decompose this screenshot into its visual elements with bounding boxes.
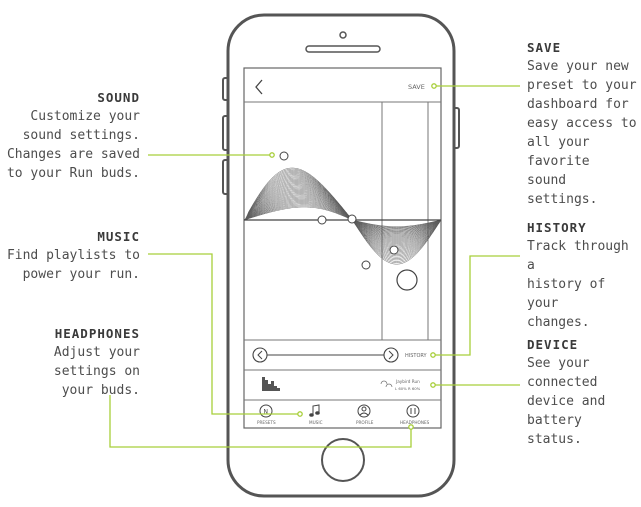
home-button[interactable]	[321, 438, 365, 482]
wave-line	[243, 206, 442, 227]
speaker-slot	[305, 45, 381, 53]
save-button[interactable]: SAVE	[408, 83, 425, 91]
annotation-save: SAVE Save your new preset to your dashbo…	[527, 38, 641, 209]
annotation-sound-line: to your Run buds.	[6, 166, 140, 181]
annotation-device-line: device and	[527, 394, 606, 409]
svg-text:N: N	[264, 409, 269, 416]
annotation-sound-heading: SOUND	[97, 90, 140, 105]
battery-status: L 60% R 60%	[395, 386, 421, 391]
annotation-music-line: Find playlists to	[6, 248, 140, 263]
annotation-sound-line: Changes are saved	[6, 147, 140, 162]
wave-line	[243, 197, 442, 234]
annotation-sound: SOUND Customize your sound settings. Cha…	[7, 88, 140, 183]
annotation-music-line: power your run.	[22, 267, 140, 282]
wave-line	[243, 205, 442, 228]
annotation-history-line: history of your	[527, 277, 606, 311]
nav-music[interactable]: MUSIC	[309, 420, 323, 425]
annotation-sound-line: sound settings.	[22, 128, 140, 143]
wave-line	[243, 203, 442, 230]
annotation-save-heading: SAVE	[527, 40, 562, 55]
annotation-history-heading: HISTORY	[527, 220, 587, 235]
presets-icon[interactable]	[259, 404, 273, 418]
annotation-save-line: sound settings.	[527, 173, 598, 207]
annotation-history-line: changes.	[527, 315, 590, 330]
annotation-device-line: See your	[527, 356, 590, 371]
nav-profile[interactable]: PROFILE	[356, 420, 374, 425]
back-chevron-icon[interactable]	[255, 79, 263, 95]
sound-wave-visualizer[interactable]	[243, 167, 442, 265]
annotation-headphones-heading: HEADPHONES	[54, 326, 140, 341]
eq-handle-4[interactable]	[361, 260, 371, 270]
annotation-sound-line: Customize your	[30, 109, 140, 124]
history-label[interactable]: HISTORY	[405, 353, 428, 359]
callout-history	[433, 255, 520, 356]
annotation-headphones-line: settings on	[53, 364, 140, 379]
wave-line	[243, 202, 442, 230]
front-camera	[339, 31, 347, 39]
annotation-save-line: preset to your	[527, 78, 637, 93]
equalizer-bars-icon	[262, 377, 280, 391]
annotation-save-line: Save your new	[527, 59, 629, 74]
screen	[243, 67, 442, 429]
annotation-history-line: Track through a	[527, 239, 629, 273]
annotation-device-line: connected	[527, 375, 598, 390]
annotation-music-heading: MUSIC	[97, 229, 140, 244]
headphones-icon[interactable]	[406, 404, 420, 418]
earbuds-icon	[380, 380, 393, 388]
annotation-device-heading: DEVICE	[527, 337, 579, 352]
eq-handle-5[interactable]	[389, 245, 399, 255]
wave-line	[243, 167, 442, 265]
annotation-music: MUSIC Find playlists to power your run.	[7, 227, 140, 284]
wave-line	[243, 198, 442, 233]
callout-music	[148, 253, 300, 415]
wave-line	[243, 196, 442, 235]
wave-line	[243, 201, 442, 231]
callout-headphones	[109, 395, 412, 448]
profile-icon[interactable]	[357, 404, 371, 418]
eq-handle-3[interactable]	[347, 214, 357, 224]
wave-line	[243, 191, 442, 239]
annotation-save-line: easy access to	[527, 116, 637, 131]
history-forward-icon[interactable]	[383, 347, 399, 363]
wave-line	[243, 193, 442, 237]
annotation-device: DEVICE See your connected device and bat…	[527, 335, 641, 449]
music-note-icon[interactable]	[309, 404, 320, 417]
eq-handle-large[interactable]	[396, 269, 418, 291]
eq-handle-1[interactable]	[279, 151, 289, 161]
wave-line	[243, 195, 442, 235]
annotation-headphones-line: Adjust your	[53, 345, 140, 360]
annotation-save-line: dashboard for	[527, 97, 629, 112]
eq-handle-2[interactable]	[317, 215, 327, 225]
nav-presets[interactable]: PRESETS	[257, 420, 276, 425]
annotation-save-line: all your favorite	[527, 135, 590, 169]
annotation-history: HISTORY Track through a history of your …	[527, 218, 641, 332]
annotation-headphones: HEADPHONES Adjust your settings on your …	[54, 324, 140, 400]
device-name: Jaybird Run	[395, 379, 420, 384]
nav-headphones[interactable]: HEADPHONES	[400, 420, 430, 425]
wave-line	[243, 204, 442, 229]
annotation-device-line: battery status.	[527, 413, 582, 447]
annotation-headphones-line: your buds.	[61, 383, 140, 398]
